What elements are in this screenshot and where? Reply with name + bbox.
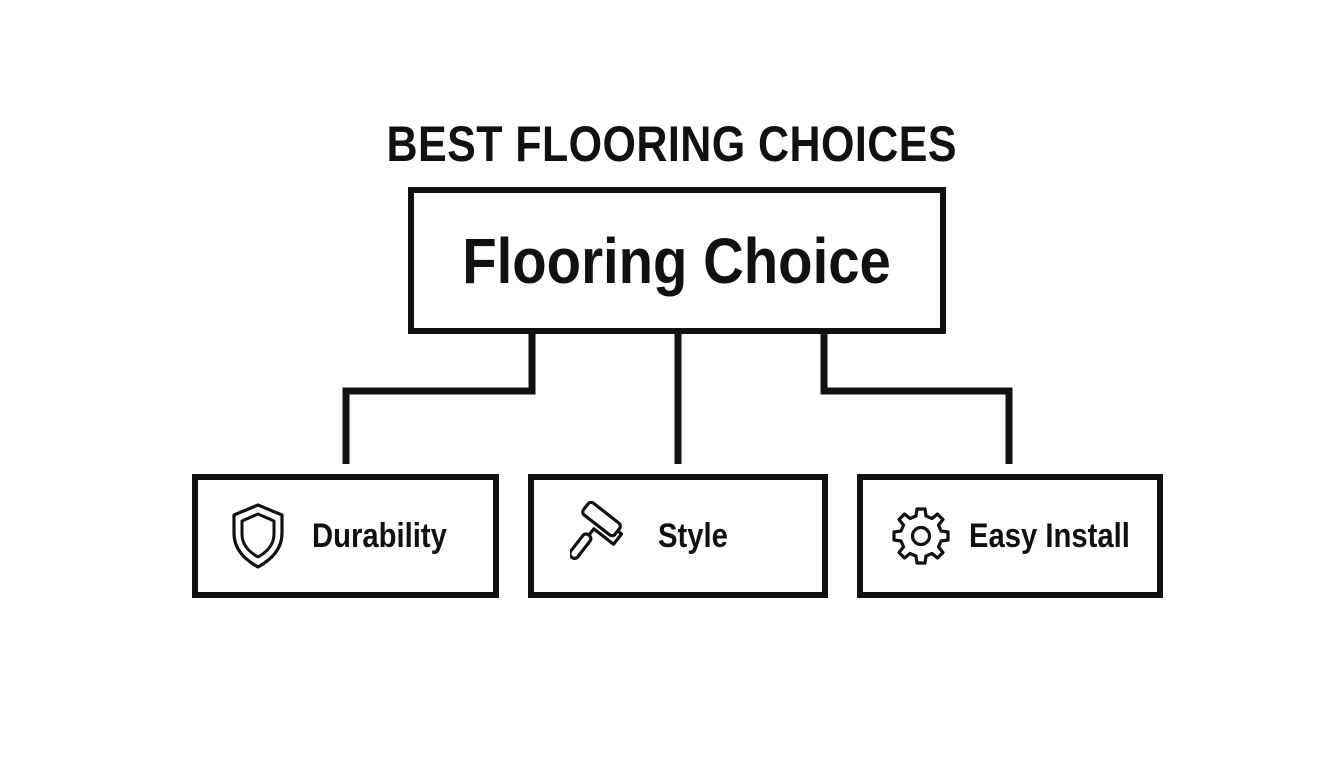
child-node-easy-install: Easy Install — [857, 474, 1163, 598]
root-node-label: Flooring Choice — [462, 224, 892, 297]
paint-roller-icon — [570, 501, 624, 561]
child-node-style: Style — [528, 474, 828, 598]
connector-left — [342, 334, 536, 464]
gear-icon — [892, 507, 950, 565]
child-node-label: Durability — [312, 517, 447, 555]
connector-right — [820, 334, 1013, 464]
child-node-durability: Durability — [192, 474, 499, 598]
child-node-label: Easy Install — [969, 517, 1130, 555]
shield-icon — [232, 503, 284, 569]
diagram-title: BEST FLOORING CHOICES — [386, 116, 957, 172]
child-node-label: Style — [658, 517, 728, 555]
root-node: Flooring Choice — [408, 187, 946, 334]
